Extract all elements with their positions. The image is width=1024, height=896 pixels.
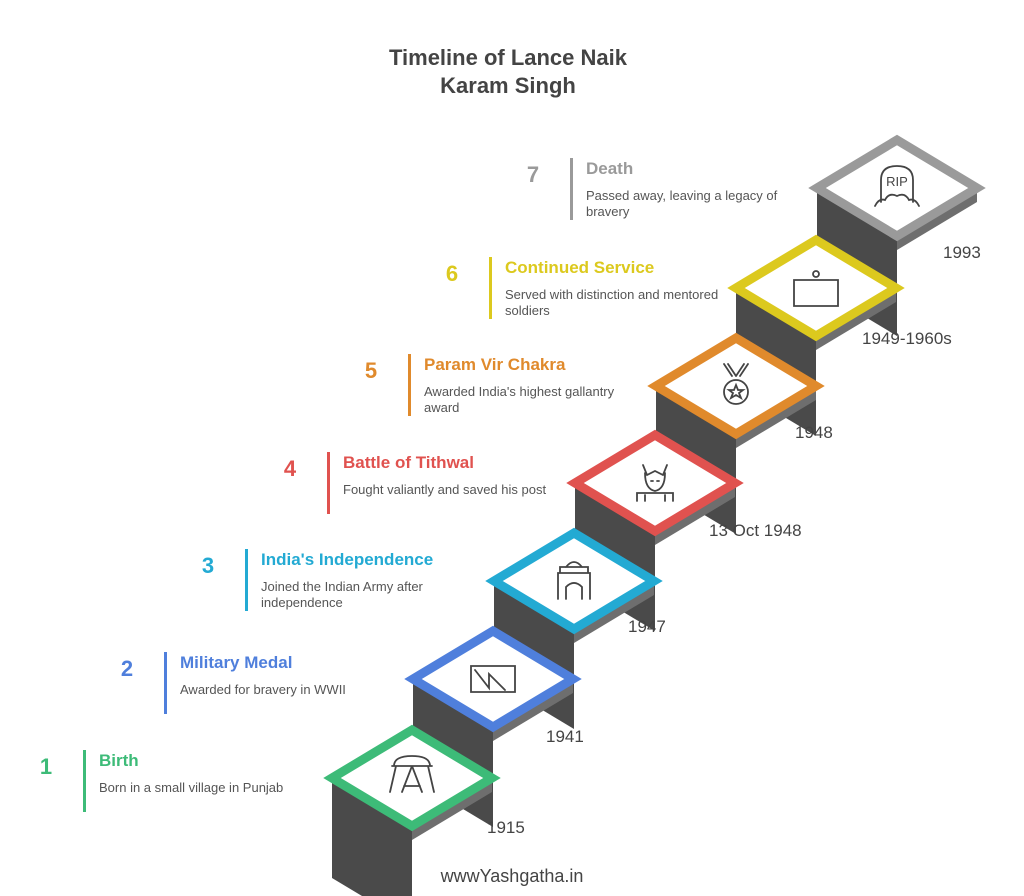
event-divider <box>327 452 330 514</box>
event-divider <box>245 549 248 611</box>
rip-text: RIP <box>886 174 908 189</box>
event-year: 1947 <box>628 617 666 636</box>
event-title: Battle of Tithwal <box>343 453 474 472</box>
step-top <box>485 527 663 635</box>
event-description: Passed away, leaving a legacy of bravery <box>586 188 778 219</box>
step-top <box>323 724 501 832</box>
rip-icon: RIP <box>874 165 920 207</box>
step-top <box>566 429 744 537</box>
event-year: 1949-1960s <box>862 329 952 348</box>
step-1 <box>323 724 501 896</box>
step-top <box>727 234 905 342</box>
event-divider <box>408 354 411 416</box>
event-year: 1948 <box>795 423 833 442</box>
event-description: Awarded for bravery in WWII <box>180 682 346 697</box>
event-divider <box>164 652 167 714</box>
event-divider <box>570 158 573 220</box>
medal-icon <box>723 363 749 405</box>
event-title: India's Independence <box>261 550 434 569</box>
event-year: 13 Oct 1948 <box>709 521 802 540</box>
event-number: 6 <box>445 261 459 286</box>
event-title: Continued Service <box>505 258 655 277</box>
event-number: 1 <box>39 754 53 779</box>
step-top <box>808 134 986 242</box>
event-description: Awarded India's highest gallantry award <box>424 384 615 415</box>
event-number: 4 <box>283 456 297 481</box>
event-description: Joined the Indian Army after independenc… <box>261 579 423 610</box>
title-line-2: Karam Singh <box>440 73 576 98</box>
event-divider <box>83 750 86 812</box>
frame-icon <box>793 270 839 307</box>
footer-website: wwwYashgatha.in <box>440 866 584 886</box>
india-gate-icon <box>557 561 591 600</box>
event-divider <box>489 257 492 319</box>
warrior-icon <box>636 464 674 502</box>
event-year: 1915 <box>487 818 525 837</box>
event-title: Birth <box>99 751 139 770</box>
event-description: Fought valiantly and saved his post <box>343 482 547 497</box>
page-title: Timeline of Lance Naik Karam Singh <box>0 44 1016 100</box>
event-year: 1993 <box>943 243 981 262</box>
event-title: Death <box>586 159 634 178</box>
event-number: 5 <box>364 358 378 383</box>
event-number: 2 <box>120 656 134 681</box>
event-description: Born in a small village in Punjab <box>99 780 284 795</box>
event-year: 1941 <box>546 727 584 746</box>
event-number: 3 <box>201 553 215 578</box>
title-line-1: Timeline of Lance Naik <box>388 45 627 70</box>
event-title: Param Vir Chakra <box>424 355 566 374</box>
event-description: Served with distinction and mentored sol… <box>505 287 719 318</box>
cradle-icon <box>389 755 435 793</box>
event-title: Military Medal <box>180 653 293 672</box>
step-left-face <box>332 778 412 896</box>
flag-icon <box>470 665 516 693</box>
event-number: 7 <box>526 162 540 187</box>
